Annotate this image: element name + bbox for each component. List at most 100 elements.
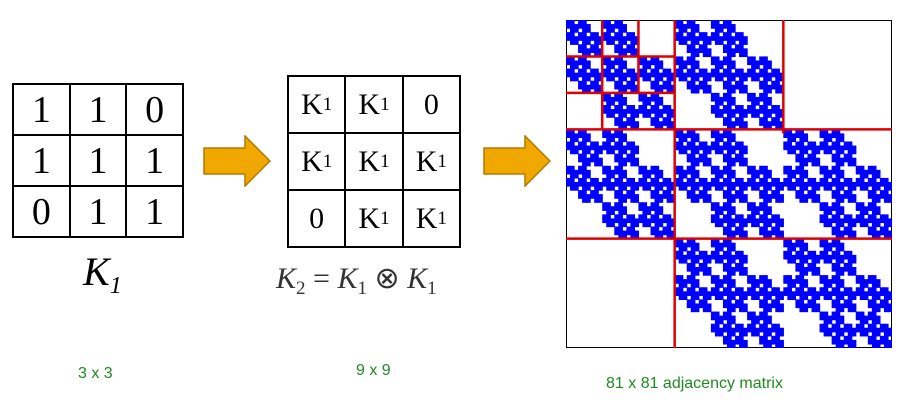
matrix-nonzero-cell <box>622 113 627 118</box>
matrix-nonzero-cell <box>622 24 627 29</box>
matrix-nonzero-cell <box>630 181 636 187</box>
matrix-nonzero-cell <box>646 113 652 118</box>
matrix-nonzero-cell <box>626 153 631 159</box>
matrix-nonzero-cell <box>803 198 809 203</box>
matrix-nonzero-cell <box>851 149 857 155</box>
matrix-nonzero-cell <box>622 100 627 106</box>
matrix-nonzero-cell <box>763 234 768 240</box>
matrix-nonzero-cell <box>859 214 865 220</box>
matrix-nonzero-cell <box>763 226 768 232</box>
matrix-nonzero-cell <box>871 323 877 329</box>
matrix-nonzero-cell <box>835 323 841 329</box>
matrix-nonzero-cell <box>694 186 700 191</box>
matrix-nonzero-cell <box>779 303 784 309</box>
matrix-nonzero-cell <box>578 177 583 183</box>
matrix-nonzero-cell <box>598 72 603 78</box>
matrix-nonzero-cell <box>835 129 841 134</box>
matrix-nonzero-cell <box>646 100 652 106</box>
matrix-nonzero-cell <box>735 299 740 305</box>
matrix-nonzero-cell <box>710 327 716 333</box>
k2-cell-main: K <box>358 87 381 121</box>
matrix-nonzero-cell <box>743 303 748 309</box>
matrix-nonzero-cell <box>871 173 877 179</box>
matrix-nonzero-cell <box>875 194 881 199</box>
matrix-nonzero-cell <box>726 287 732 292</box>
matrix-nonzero-cell <box>722 157 728 163</box>
matrix-nonzero-cell <box>779 295 784 301</box>
matrix-nonzero-cell <box>582 68 587 74</box>
matrix-nonzero-cell <box>702 177 708 183</box>
matrix-nonzero-cell <box>831 275 837 280</box>
matrix-nonzero-cell <box>718 96 724 102</box>
matrix-nonzero-cell <box>578 141 583 147</box>
matrix-nonzero-cell <box>855 279 861 284</box>
matrix-nonzero-cell <box>819 291 825 296</box>
matrix-nonzero-cell <box>630 72 636 78</box>
matrix-nonzero-cell <box>839 222 845 228</box>
matrix-nonzero-cell <box>702 76 708 82</box>
matrix-nonzero-cell <box>755 291 760 296</box>
matrix-nonzero-cell <box>763 186 768 191</box>
matrix-nonzero-cell <box>883 186 889 191</box>
matrix-nonzero-cell <box>618 206 623 211</box>
matrix-nonzero-cell <box>807 157 813 163</box>
matrix-nonzero-cell <box>678 242 684 248</box>
matrix-nonzero-cell <box>678 32 684 37</box>
matrix-nonzero-cell <box>726 121 732 126</box>
matrix-nonzero-cell <box>682 133 688 139</box>
matrix-nonzero-cell <box>847 214 853 220</box>
matrix-nonzero-cell <box>718 109 724 114</box>
matrix-nonzero-cell <box>791 295 796 301</box>
matrix-nonzero-cell <box>694 307 700 313</box>
matrix-nonzero-cell <box>650 92 656 98</box>
matrix-nonzero-cell <box>731 242 736 248</box>
matrix-nonzero-cell <box>859 165 865 171</box>
matrix-nonzero-cell <box>726 64 732 70</box>
matrix-nonzero-cell <box>710 238 716 244</box>
matrix-nonzero-cell <box>799 165 805 171</box>
matrix-nonzero-cell <box>714 76 720 82</box>
matrix-nonzero-cell <box>698 84 704 90</box>
matrix-nonzero-cell <box>702 287 708 292</box>
matrix-nonzero-cell <box>638 68 644 74</box>
matrix-nonzero-cell <box>726 76 732 82</box>
matrix-nonzero-cell <box>751 56 756 62</box>
matrix-nonzero-cell <box>879 190 885 195</box>
matrix-nonzero-cell <box>606 113 611 118</box>
matrix-nonzero-cell <box>887 331 892 337</box>
matrix-nonzero-cell <box>743 254 748 260</box>
matrix-nonzero-cell <box>807 250 813 256</box>
matrix-nonzero-cell <box>722 169 728 175</box>
matrix-nonzero-cell <box>626 72 631 78</box>
matrix-nonzero-cell <box>698 254 704 260</box>
matrix-nonzero-cell <box>694 145 700 151</box>
matrix-nonzero-cell <box>767 76 772 82</box>
matrix-nonzero-cell <box>867 206 873 211</box>
matrix-nonzero-cell <box>674 133 680 139</box>
matrix-nonzero-cell <box>726 226 732 232</box>
matrix-nonzero-cell <box>606 96 611 102</box>
matrix-nonzero-cell <box>654 210 660 215</box>
matrix-nonzero-cell <box>626 68 631 74</box>
matrix-nonzero-cell <box>831 181 837 187</box>
matrix-nonzero-cell <box>606 40 611 45</box>
matrix-nonzero-cell <box>618 153 623 159</box>
matrix-nonzero-cell <box>847 335 853 341</box>
matrix-nonzero-cell <box>759 327 764 333</box>
matrix-nonzero-cell <box>690 194 696 199</box>
matrix-nonzero-dots <box>566 20 892 348</box>
matrix-nonzero-cell <box>755 218 760 224</box>
matrix-nonzero-cell <box>686 36 692 41</box>
matrix-nonzero-cell <box>831 250 837 256</box>
matrix-nonzero-cell <box>618 181 623 187</box>
matrix-nonzero-cell <box>726 109 732 114</box>
matrix-nonzero-cell <box>698 141 704 147</box>
matrix-nonzero-cell <box>879 214 885 220</box>
matrix-nonzero-cell <box>678 181 684 187</box>
matrix-nonzero-cell <box>871 275 877 280</box>
matrix-nonzero-cell <box>682 242 688 248</box>
matrix-nonzero-cell <box>787 177 792 183</box>
matrix-nonzero-cell <box>610 218 615 224</box>
